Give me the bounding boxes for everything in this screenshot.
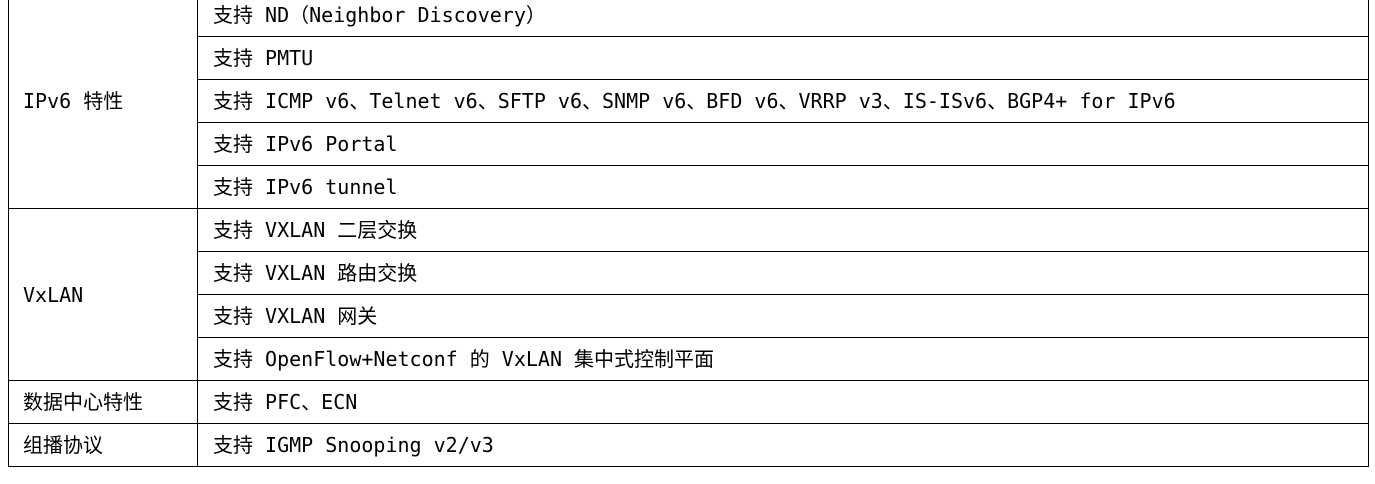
feature-spec-table: IPv6 特性 支持 ND（Neighbor Discovery） 支持 PMT… (8, 0, 1369, 467)
table-row: 数据中心特性 支持 PFC、ECN (8, 380, 1369, 424)
category-cell-multicast: 组播协议 (8, 423, 198, 467)
feature-cell: 支持 VXLAN 路由交换 (197, 251, 1369, 295)
table-row: 支持 IPv6 tunnel (9, 165, 1369, 209)
table-row: 组播协议 支持 IGMP Snooping v2/v3 (8, 423, 1369, 467)
feature-cell: 支持 VXLAN 二层交换 (197, 208, 1369, 252)
feature-cell: 支持 OpenFlow+Netconf 的 VxLAN 集中式控制平面 (197, 337, 1369, 381)
table-row: 支持 ICMP v6、Telnet v6、SFTP v6、SNMP v6、BFD… (9, 79, 1369, 123)
feature-cell: 支持 IPv6 tunnel (197, 165, 1369, 209)
table-row: 支持 VXLAN 路由交换 (9, 251, 1369, 295)
table-row: 支持 PMTU (9, 36, 1369, 80)
table-row: IPv6 特性 支持 ND（Neighbor Discovery） (8, 0, 1369, 209)
feature-cell: 支持 ICMP v6、Telnet v6、SFTP v6、SNMP v6、BFD… (197, 79, 1369, 123)
table-row: 支持 OpenFlow+Netconf 的 VxLAN 集中式控制平面 (9, 337, 1369, 381)
table-row: 支持 IPv6 Portal (9, 122, 1369, 166)
category-cell-datacenter: 数据中心特性 (8, 380, 198, 424)
feature-cell: 支持 VXLAN 网关 (197, 294, 1369, 338)
feature-cell: 支持 ND（Neighbor Discovery） (197, 0, 1369, 37)
feature-cell: 支持 PMTU (197, 36, 1369, 80)
feature-cell: 支持 PFC、ECN (197, 380, 1369, 424)
feature-cell: 支持 IPv6 Portal (197, 122, 1369, 166)
feature-cell: 支持 IGMP Snooping v2/v3 (197, 423, 1369, 467)
category-cell-vxlan: VxLAN (8, 208, 198, 381)
table-row: VxLAN 支持 VXLAN 二层交换 (8, 208, 1369, 381)
category-cell-ipv6: IPv6 特性 (8, 0, 198, 209)
feature-spec-table-body: IPv6 特性 支持 ND（Neighbor Discovery） 支持 PMT… (8, 0, 1369, 467)
table-row: 支持 VXLAN 网关 (9, 294, 1369, 338)
